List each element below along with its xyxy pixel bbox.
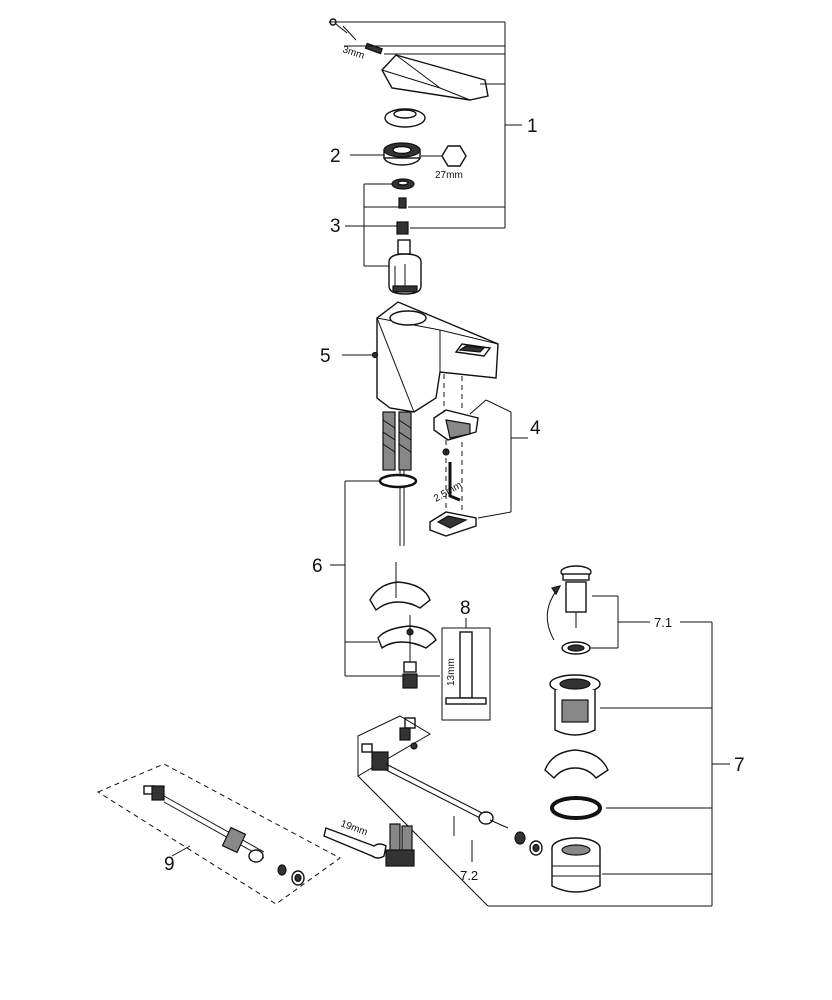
- label-part-9: 9: [164, 854, 175, 875]
- lever-handle-icon: [381, 54, 489, 101]
- socket-wrench-group: 13mm: [441, 618, 491, 721]
- label-part-3: 3: [330, 216, 341, 237]
- insert-group: 2.5mm: [429, 399, 528, 537]
- label-part-7-1: 7.1: [654, 615, 672, 630]
- dim-27mm-label: 27mm: [435, 170, 463, 181]
- fixing-nut-icon: [402, 673, 418, 689]
- alt-rod-ball-icon: [221, 826, 247, 854]
- mounting-set-group: [330, 473, 440, 729]
- rod-washer-icon: [514, 831, 526, 845]
- spanner-19mm-icon: [323, 827, 387, 859]
- alt-rod-frame: [96, 763, 341, 905]
- rubber-washer-icon: [544, 749, 609, 780]
- connector-nut-icon: [385, 849, 415, 867]
- socket-wrench-icon: [459, 631, 473, 699]
- label-part-7: 7: [734, 755, 745, 776]
- label-part-4: 4: [530, 418, 541, 439]
- alt-rod-group: [96, 763, 341, 905]
- horseshoe-washer-icon: [369, 581, 431, 612]
- cartridge-nut-group: 27mm: [350, 142, 467, 181]
- o-ring-icon: [378, 473, 418, 489]
- small-screw-icon: [398, 197, 407, 209]
- popup-rod-group: [357, 715, 712, 907]
- label-part-5: 5: [320, 346, 331, 367]
- hex-27mm-icon: [441, 145, 467, 167]
- cartridge-group: [345, 178, 422, 295]
- popup-plug-group: [546, 565, 712, 655]
- threaded-pin-icon: [364, 42, 383, 55]
- adapter-icon: [396, 221, 409, 235]
- dim-3mm-label: 3mm: [341, 44, 366, 61]
- label-part-1: 1: [527, 116, 538, 137]
- label-part-2: 2: [330, 146, 341, 167]
- waste-seal-icon: [550, 796, 602, 820]
- label-part-6: 6: [312, 556, 323, 577]
- rotate-arrow-icon: [546, 585, 561, 641]
- alt-pivot-nut-icon: [151, 785, 165, 801]
- faucet-body-icon: [376, 301, 499, 413]
- hose-group: [382, 411, 412, 546]
- label-part-7-2: 7.2: [460, 868, 478, 883]
- label-part-8: 8: [460, 598, 471, 619]
- pivot-nut-icon: [371, 751, 389, 771]
- lever-handle-group: 3mm: [329, 18, 522, 229]
- faucet-body-group: [342, 301, 499, 413]
- pivot-clip-icon: [399, 727, 411, 741]
- hex-key-3mm-icon: [342, 25, 357, 41]
- dim-13mm-label: 13mm: [446, 658, 457, 686]
- metal-washer-icon: [377, 625, 437, 650]
- waste-set-group: [544, 622, 730, 906]
- wrench-19mm-group: 19mm: [323, 818, 415, 867]
